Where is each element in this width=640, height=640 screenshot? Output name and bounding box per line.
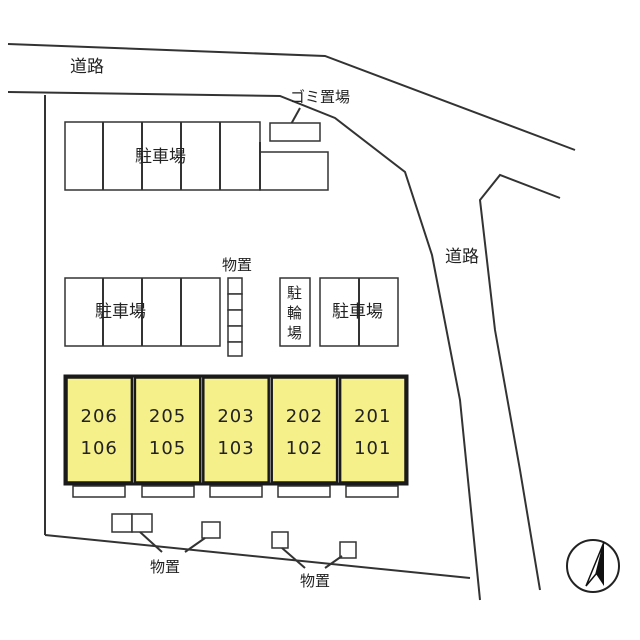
bicycle-parking (279, 277, 311, 347)
unit-201-101 (338, 376, 407, 484)
unit-lower-number: 105 (149, 438, 186, 459)
road-right-edge (478, 173, 561, 591)
garbage-area (269, 122, 321, 142)
parking-mid-right (319, 277, 399, 347)
storage-mid (227, 277, 243, 357)
parking-top (64, 121, 329, 191)
parking-mid-left-label: 駐車場 (95, 302, 146, 322)
unit-lower-number: 103 (217, 438, 254, 459)
unit-upper-number: 201 (354, 406, 391, 427)
unit-202-102 (270, 376, 339, 484)
unit-upper-number: 206 (81, 406, 118, 427)
bicycle-label-1: 駐 (287, 284, 302, 302)
storage-bottom-right-label: 物置 (300, 572, 330, 590)
north-arrow-icon (566, 539, 620, 593)
unit-lower-number: 102 (286, 438, 323, 459)
storage-mid-label: 物置 (222, 256, 252, 274)
storage-bottom-left-label: 物置 (150, 558, 180, 576)
road-label-right: 道路 (445, 247, 479, 267)
unit-upper-number: 205 (149, 406, 186, 427)
unit-203-103 (202, 376, 270, 484)
road-label-top: 道路 (70, 57, 104, 77)
storage-bottom-left (111, 513, 221, 553)
site-bottom-boundary (44, 534, 471, 579)
building-units: 206 106 205 105 203 103 202 102 201 101 (63, 374, 409, 486)
garbage-label: ゴミ置場 (290, 88, 350, 106)
parking-top-label: 駐車場 (135, 147, 186, 167)
unit-upper-number: 203 (217, 406, 254, 427)
storage-bottom-right (271, 531, 357, 569)
unit-lower-number: 106 (81, 438, 118, 459)
road-top-upper-edge (7, 43, 576, 151)
unit-206-106 (65, 376, 134, 484)
unit-steps (72, 485, 399, 498)
bicycle-label-3: 場 (287, 324, 302, 342)
unit-lower-number: 101 (354, 438, 391, 459)
unit-upper-number: 202 (286, 406, 323, 427)
unit-205-105 (133, 376, 202, 484)
parking-mid-left (64, 277, 221, 347)
road-top-lower-edge (7, 91, 481, 601)
parking-mid-right-label: 駐車場 (332, 302, 383, 322)
bicycle-label-2: 輪 (287, 304, 302, 322)
